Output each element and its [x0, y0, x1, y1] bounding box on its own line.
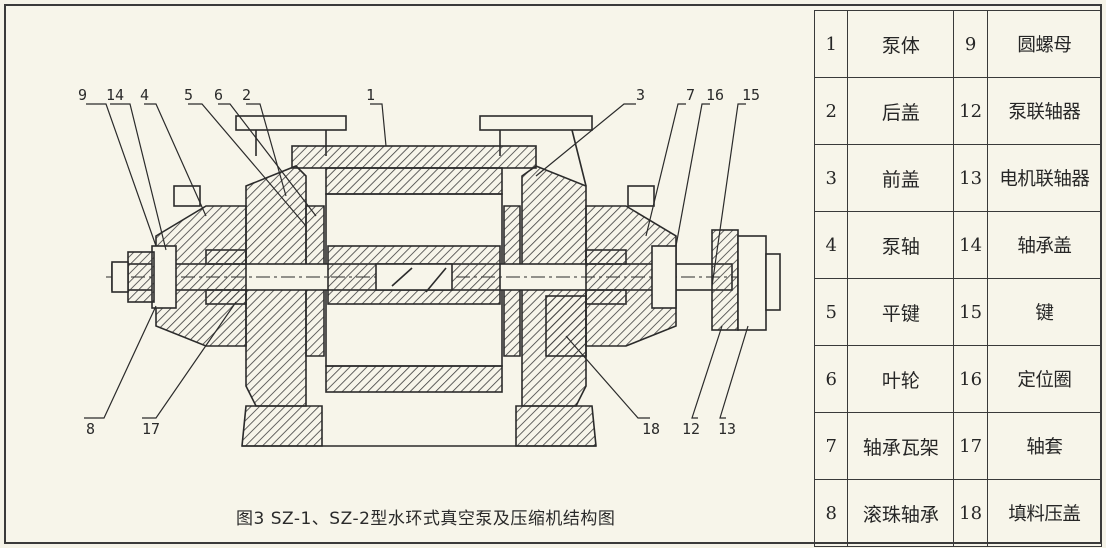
pump-coupling: [711, 229, 739, 331]
legend-part-name: 后盖: [847, 77, 955, 145]
callout-12: 12: [682, 420, 700, 438]
callout-14: 14: [106, 86, 124, 104]
legend-part-name: 前盖: [847, 144, 955, 212]
bearing-cover: [127, 251, 155, 303]
callout-8: 8: [86, 420, 95, 438]
callout-4: 4: [140, 86, 149, 104]
right-foot: [515, 405, 597, 447]
left-bearing-housing: [155, 205, 247, 347]
legend-number: 18: [953, 479, 988, 547]
legend-number: 13: [953, 144, 988, 212]
pump-cross-section-diagram: 9 14 4 5 6 2 1 3 7 16 15 8 17 18 12 13: [78, 86, 781, 447]
legend-number: 9: [953, 10, 988, 78]
legend-number: 14: [953, 211, 988, 279]
legend-number: 2: [813, 77, 849, 145]
left-oil-cup: [173, 185, 201, 207]
callout-1: 1: [366, 86, 375, 104]
legend-number: 16: [953, 345, 988, 413]
legend-part-name: 轴套: [986, 412, 1103, 480]
callout-5: 5: [184, 86, 193, 104]
legend-number: 17: [953, 412, 988, 480]
legend-number: 4: [813, 211, 849, 279]
legend-part-name: 泵体: [847, 10, 955, 78]
callout-7: 7: [686, 86, 695, 104]
legend-part-name: 定位圈: [986, 345, 1103, 413]
left-foot: [241, 405, 323, 447]
callout-16: 16: [706, 86, 724, 104]
legend-part-name: 平键: [847, 278, 955, 346]
legend-part-name: 泵轴: [847, 211, 955, 279]
callout-15: 15: [742, 86, 760, 104]
round-nut: [111, 261, 129, 293]
callout-2: 2: [242, 86, 251, 104]
legend-number: 3: [813, 144, 849, 212]
legend-part-name: 圆螺母: [986, 10, 1103, 78]
legend-number: 15: [953, 278, 988, 346]
left-ball-bearing: [151, 245, 177, 309]
right-top-flange: [479, 115, 593, 131]
figure-frame: 9 14 4 5 6 2 1 3 7 16 15 8 17 18 12 13 图…: [4, 4, 1103, 547]
legend-part-name: 滚珠轴承: [847, 479, 955, 547]
right-oil-cup: [627, 185, 655, 207]
legend-part-name: 叶轮: [847, 345, 955, 413]
legend-number: 7: [813, 412, 849, 480]
legend-part-name: 泵联轴器: [986, 77, 1103, 145]
motor-shaft-stub: [765, 253, 781, 311]
legend-number: 8: [813, 479, 849, 547]
legend-number: 6: [813, 345, 849, 413]
motor-coupling: [737, 235, 767, 331]
legend-number: 12: [953, 77, 988, 145]
left-top-flange: [235, 115, 347, 131]
legend-part-name: 填料压盖: [986, 479, 1103, 547]
right-ball-bearing: [651, 245, 677, 309]
legend-part-name: 键: [986, 278, 1103, 346]
callout-6: 6: [214, 86, 223, 104]
pump-body-bottom: [325, 365, 503, 393]
legend-number: 1: [813, 10, 849, 78]
legend-part-name: 轴承盖: [986, 211, 1103, 279]
legend-part-name: 电机联轴器: [986, 144, 1103, 212]
legend-number: 5: [813, 278, 849, 346]
impeller: [305, 205, 521, 357]
gland-cover: [545, 295, 587, 357]
shaft-hub: [327, 245, 501, 305]
callout-13: 13: [718, 420, 736, 438]
pump-body-top: [291, 145, 537, 169]
callout-9: 9: [78, 86, 87, 104]
figure-caption: 图3 SZ-1、SZ-2型水环式真空泵及压缩机结构图: [236, 509, 616, 529]
leader-lines: [84, 103, 749, 419]
flat-key: [375, 263, 453, 291]
callout-18: 18: [642, 420, 660, 438]
callout-labels: 9 14 4 5 6 2 1 3 7 16 15 8 17 18 12 13: [78, 86, 760, 438]
legend-part-name: 轴承瓦架: [847, 412, 955, 480]
callout-3: 3: [636, 86, 645, 104]
impeller-chamber: [325, 193, 503, 367]
pump-body-inner-top: [325, 167, 503, 195]
callout-17: 17: [142, 420, 160, 438]
